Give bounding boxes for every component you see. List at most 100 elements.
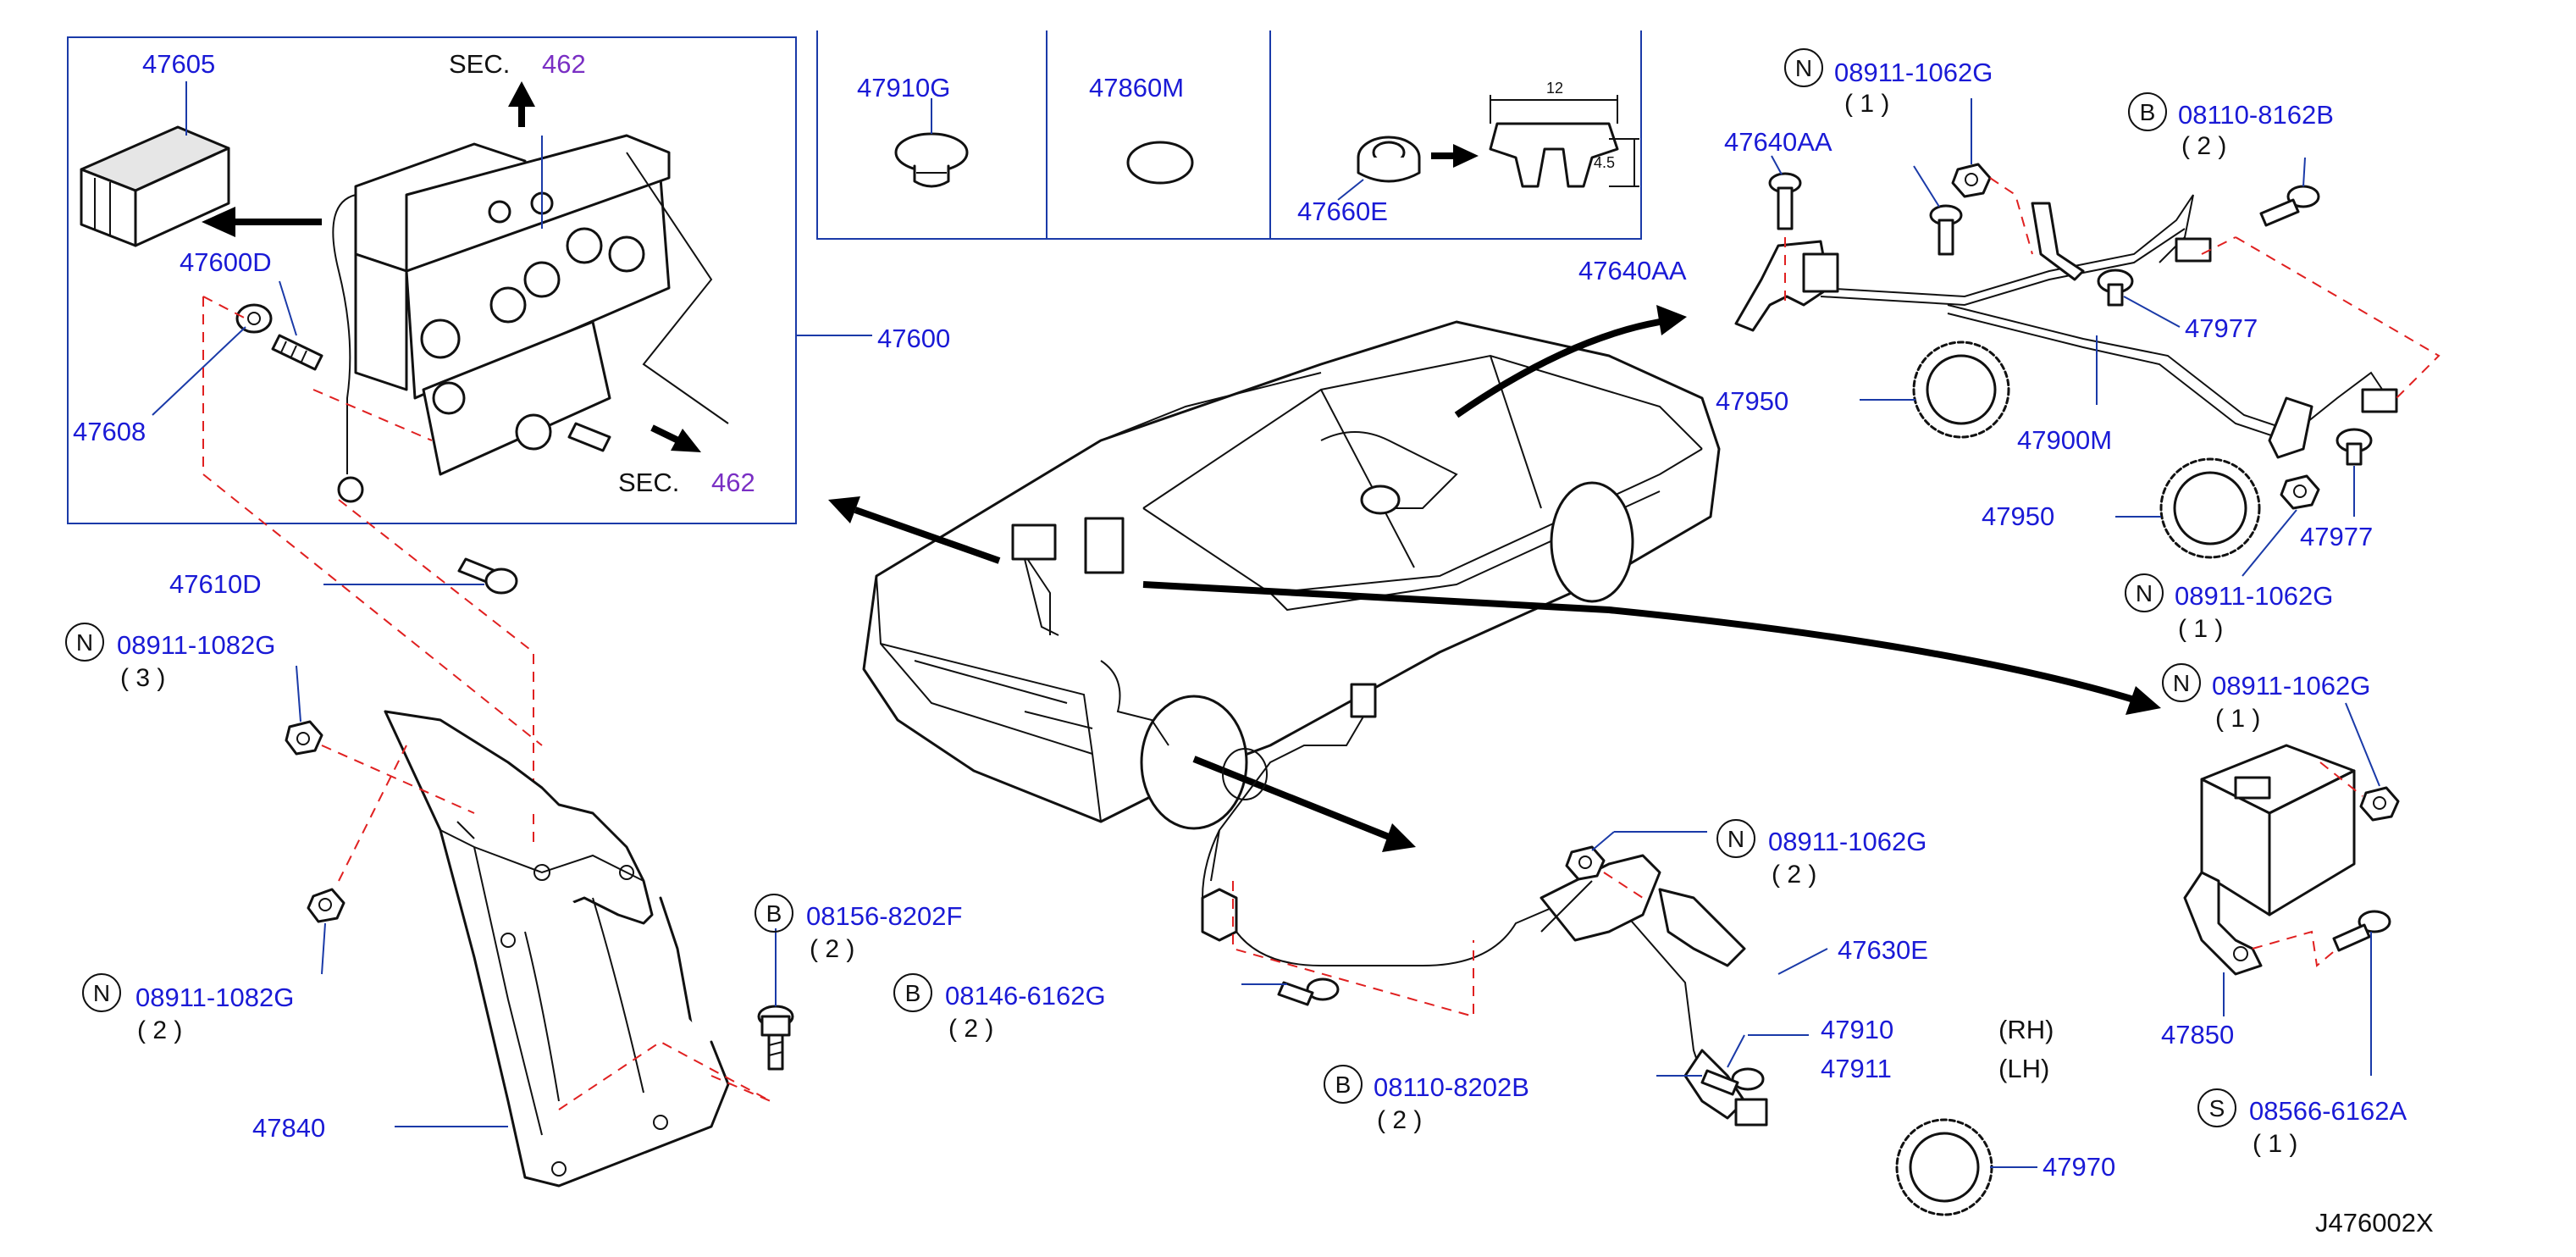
label-08110-8202B: 08110-8202B: [1374, 1072, 1529, 1102]
diagram-code: J476002X: [2315, 1208, 2434, 1238]
nut-1062G-top: [1951, 163, 1992, 198]
label-47977-a: 47977: [2185, 313, 2258, 343]
stud-47600D: [271, 334, 323, 371]
svg-text:B: B: [1335, 1071, 1352, 1098]
nut-1082G-upper: [285, 720, 323, 756]
label-47850: 47850: [2161, 1020, 2234, 1049]
bolt-8162B: [2259, 185, 2320, 227]
actuator-frame: [67, 36, 797, 524]
circle-letter-n-center: N: [1716, 819, 1755, 858]
svg-text:N: N: [1727, 826, 1744, 852]
abs-actuator-drawing: [332, 134, 729, 503]
label-qty-1082G-a: ( 3 ): [120, 664, 165, 692]
stud-47600D-lower: [567, 422, 611, 452]
bolt-08110-8202B-b: [1700, 1067, 1765, 1096]
circle-letter-b-6162G: B: [893, 973, 932, 1012]
svg-text:N: N: [1795, 55, 1812, 81]
tone-ring-47950-a: [1912, 341, 2010, 439]
circle-letter-n-1082-a: N: [65, 623, 104, 662]
clip-frame: [816, 30, 1642, 240]
label-47910G: 47910G: [857, 73, 950, 102]
label-sec-a: SEC.: [449, 49, 510, 79]
bracket-47840-drawing: [384, 710, 730, 1188]
svg-text:B: B: [2140, 99, 2156, 125]
svg-text:N: N: [2173, 670, 2190, 696]
label-47840: 47840: [252, 1113, 325, 1143]
label-47605: 47605: [142, 49, 215, 79]
circle-letter-b-8202F: B: [755, 894, 793, 933]
label-47970: 47970: [2043, 1152, 2115, 1182]
front-sensor-harness-drawing: [1201, 683, 1768, 1127]
plug-47860M: [1126, 141, 1194, 185]
washer-47608: [235, 303, 273, 334]
nut-1082G-lower: [307, 888, 345, 923]
label-47610D: 47610D: [169, 569, 262, 599]
label-47600D: 47600D: [180, 247, 272, 277]
bolt-08566-6162A: [2332, 910, 2391, 952]
svg-text:B: B: [905, 980, 921, 1006]
label-qty-center: ( 2 ): [1772, 861, 1816, 889]
label-08911-1082G-b: 08911-1082G: [135, 983, 294, 1012]
bolt-47640AA-b: [1929, 204, 1963, 256]
label-qty-top: ( 1 ): [1844, 90, 1889, 118]
label-sec-a-num: 462: [542, 49, 586, 79]
label-47950-a: 47950: [1716, 386, 1788, 416]
nut-1062G-right: [2359, 786, 2400, 822]
label-47860M: 47860M: [1089, 73, 1184, 102]
label-47640AA-b: 47640AA: [1578, 256, 1687, 285]
label-sec-b: SEC.: [618, 468, 679, 497]
label-qty-right: ( 1 ): [2215, 705, 2260, 733]
bolt-47640AA-a: [1768, 172, 1802, 230]
label-08156-8202F: 08156-8202F: [806, 901, 962, 931]
bolt-08110-8202B-a: [1277, 977, 1340, 1006]
label-qty-8162B: ( 2 ): [2181, 132, 2226, 160]
bolt-08156-8202F: [757, 1005, 794, 1071]
svg-text:S: S: [2209, 1095, 2225, 1121]
label-47630E: 47630E: [1838, 935, 1928, 965]
nut-1062G-mid: [2280, 474, 2320, 510]
label-47660E: 47660E: [1297, 197, 1388, 226]
label-qty-6162A: ( 1 ): [2253, 1130, 2297, 1158]
nut-1062G-center: [1565, 845, 1606, 881]
label-dim-12: 12: [1546, 80, 1563, 97]
clip-section-drawing: [1489, 95, 1639, 188]
label-sec-b-num: 462: [711, 468, 755, 497]
label-qty-1082G-b: ( 2 ): [137, 1016, 182, 1044]
circle-letter-b-8162B: B: [2128, 92, 2167, 131]
label-47911: 47911: [1821, 1054, 1892, 1083]
label-lh: (LH): [1998, 1054, 2049, 1083]
label-08911-1062G-mid: 08911-1062G: [2175, 581, 2333, 611]
label-47608: 47608: [73, 417, 146, 446]
label-08911-1082G-a: 08911-1082G: [117, 630, 275, 660]
tone-ring-47950-b: [2159, 457, 2261, 559]
label-08911-1062G-right: 08911-1062G: [2212, 671, 2370, 700]
label-47977-b: 47977: [2300, 522, 2373, 551]
label-47900M: 47900M: [2017, 425, 2112, 455]
svg-text:N: N: [76, 629, 93, 656]
circle-letter-n-mid: N: [2125, 573, 2164, 612]
label-qty-6162G: ( 2 ): [948, 1015, 993, 1043]
svg-text:B: B: [766, 900, 782, 927]
part-47605-block: [80, 125, 230, 247]
label-08911-1062G-center: 08911-1062G: [1768, 827, 1926, 856]
label-08110-8162B: 08110-8162B: [2178, 100, 2334, 130]
svg-text:N: N: [93, 980, 110, 1006]
label-47910: 47910: [1821, 1015, 1893, 1044]
circle-letter-n-1082-b: N: [82, 973, 121, 1012]
label-08566-6162A: 08566-6162A: [2249, 1096, 2407, 1126]
label-dim-45: 4.5: [1594, 154, 1615, 171]
label-qty-mid: ( 1 ): [2178, 615, 2223, 643]
svg-text:N: N: [2136, 580, 2153, 606]
label-47600: 47600: [877, 324, 950, 353]
tone-ring-47970: [1895, 1118, 1993, 1216]
clip-47910G: [894, 132, 969, 188]
label-08911-1062G-top: 08911-1062G: [1834, 58, 1993, 87]
label-qty-8202B: ( 2 ): [1377, 1106, 1422, 1134]
rear-harness-47900M: [1734, 194, 2398, 459]
circle-letter-n-right: N: [2162, 663, 2201, 702]
label-47640AA-a: 47640AA: [1724, 127, 1832, 157]
grommet-47660E: [1357, 136, 1421, 183]
circle-letter-b-8202B: B: [1324, 1065, 1363, 1104]
circle-letter-s: S: [2197, 1088, 2236, 1127]
